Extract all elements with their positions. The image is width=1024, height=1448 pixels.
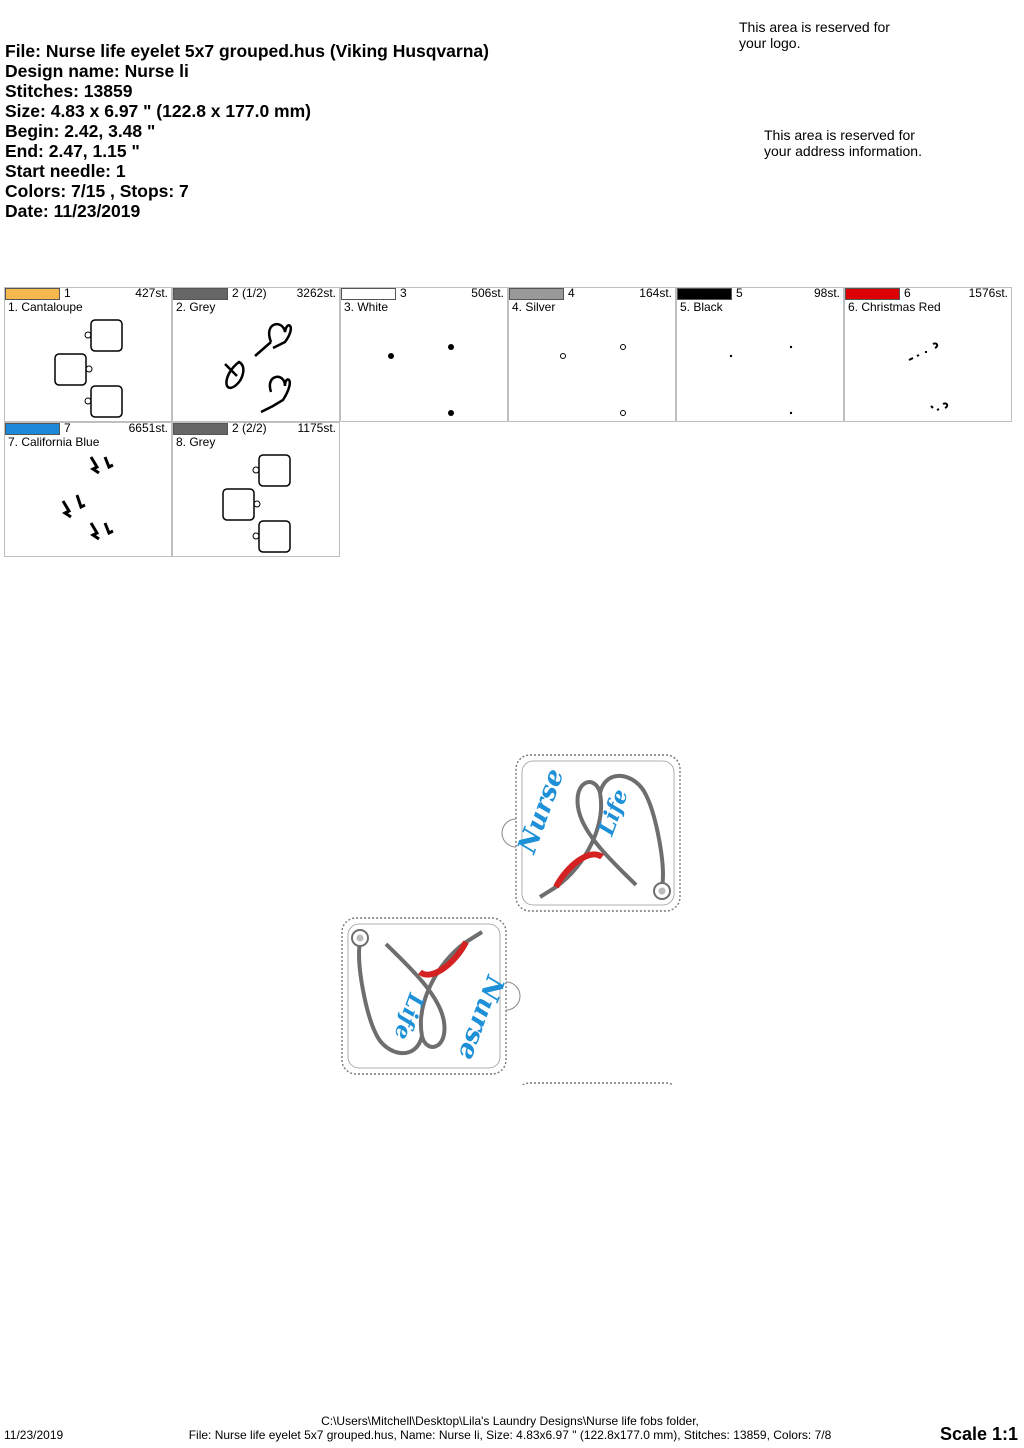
design-size: Size: 4.83 x 6.97 " (122.8 x 177.0 mm) (5, 101, 311, 121)
stop-color-name: 5. Black (680, 300, 723, 314)
color-stop-1: 1 427st. 1. Cantaloupe (4, 286, 172, 422)
stop-number: 1 (64, 286, 71, 300)
stop-thumbnail (341, 314, 507, 421)
stop-thumbnail (173, 449, 339, 556)
color-stop-5: 5 98st. 5. Black (676, 286, 844, 422)
color-swatch (341, 288, 396, 300)
stop-number: 2 (2/2) (232, 421, 267, 435)
stitch-count: Stitches: 13859 (5, 81, 133, 101)
design-preview: NurseLifeNurseLifeNurseLife (330, 745, 700, 1240)
stop-color-name: 6. Christmas Red (848, 300, 941, 314)
footer-file-line: File: Nurse life eyelet 5x7 grouped.hus,… (188, 1428, 832, 1442)
color-stop-3: 3 506st. 3. White (340, 286, 508, 422)
color-swatch (5, 288, 60, 300)
design-info: File: Nurse life eyelet 5x7 grouped.hus … (5, 41, 489, 221)
stop-stitches: 98st. (813, 286, 840, 300)
stop-color-name: 2. Grey (176, 300, 216, 314)
footer-file-info: C:\Users\Mitchell\Desktop\Lila's Laundry… (150, 1414, 870, 1442)
stop-thumbnail (5, 314, 171, 421)
stop-stitches: 427st. (135, 286, 168, 300)
address-reserved-note: This area is reserved for your address i… (764, 127, 922, 159)
stop-color-name: 7. California Blue (8, 435, 100, 449)
stop-number: 4 (568, 286, 575, 300)
design-name: Design name: Nurse li (5, 61, 189, 81)
start-needle: Start needle: 1 (5, 161, 126, 181)
color-swatch (5, 423, 60, 435)
stop-thumbnail (845, 314, 1011, 421)
stop-color-name: 4. Silver (512, 300, 556, 314)
stop-number: 6 (904, 286, 911, 300)
stop-stitches: 1175st. (297, 421, 336, 435)
color-stop-6: 6 1576st. 6. Christmas Red (844, 286, 1012, 422)
stop-thumbnail (509, 314, 675, 421)
stop-stitches: 3262st. (296, 286, 336, 300)
stop-thumbnail (173, 314, 339, 421)
design-preview-svg: NurseLifeNurseLifeNurseLife (341, 754, 681, 1240)
logo-reserved-note: This area is reserved for your logo. (739, 19, 890, 51)
color-stop-grid: 1 427st. 1. Cantaloupe 2 (1/2) 3262st. 2… (4, 286, 1014, 559)
color-stop-8: 2 (2/2) 1175st. 8. Grey (172, 421, 340, 557)
begin-point: Begin: 2.42, 3.48 " (5, 121, 156, 141)
stop-number: 7 (64, 421, 71, 435)
stop-color-name: 8. Grey (176, 435, 216, 449)
color-swatch (173, 423, 228, 435)
color-stop-7: 7 6651st. 7. California Blue (4, 421, 172, 557)
colors-stops: Colors: 7/15 , Stops: 7 (5, 181, 189, 201)
color-swatch (173, 288, 228, 300)
stop-number: 5 (736, 286, 743, 300)
end-point: End: 2.47, 1.15 " (5, 141, 140, 161)
stop-number: 3 (400, 286, 407, 300)
stop-stitches: 1576st. (968, 286, 1008, 300)
stop-thumbnail (5, 449, 171, 556)
design-date: Date: 11/23/2019 (5, 201, 141, 221)
stop-number: 2 (1/2) (232, 286, 267, 300)
footer-date: 11/23/2019 (4, 1428, 64, 1442)
stop-stitches: 506st. (471, 286, 504, 300)
scale-label: Scale 1:1 (939, 1424, 1018, 1444)
footer-path-line: C:\Users\Mitchell\Desktop\Lila's Laundry… (321, 1414, 699, 1428)
stop-color-name: 3. White (344, 300, 389, 314)
color-swatch (845, 288, 900, 300)
color-swatch (509, 288, 564, 300)
color-stop-2: 2 (1/2) 3262st. 2. Grey (172, 286, 340, 422)
color-stop-4: 4 164st. 4. Silver (508, 286, 676, 422)
stop-stitches: 6651st. (128, 421, 168, 435)
file-line: File: Nurse life eyelet 5x7 grouped.hus … (5, 41, 489, 61)
color-swatch (677, 288, 732, 300)
stop-color-name: 1. Cantaloupe (8, 300, 83, 314)
stop-stitches: 164st. (639, 286, 672, 300)
stop-thumbnail (677, 314, 843, 421)
